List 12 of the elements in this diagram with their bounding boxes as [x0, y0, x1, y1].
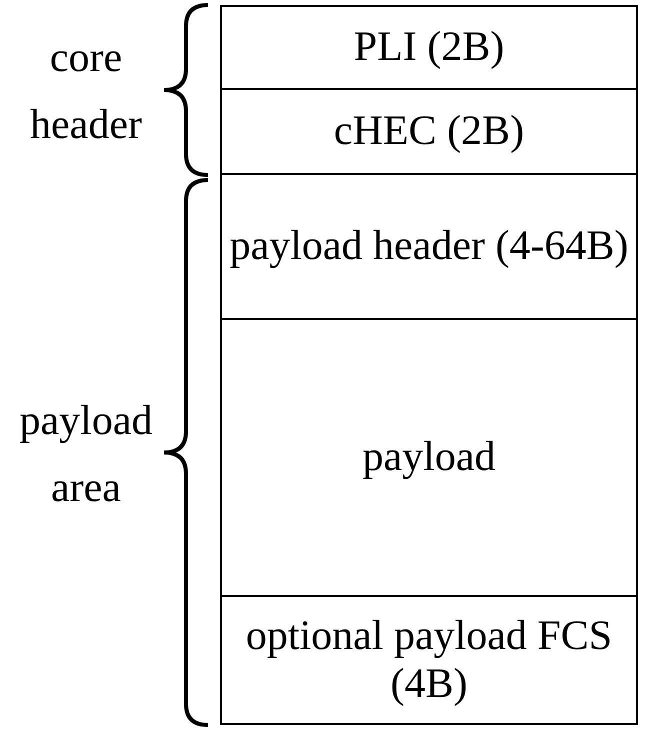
- field-label: payload: [362, 433, 496, 482]
- field-box: [220, 88, 638, 175]
- field-box: [220, 318, 638, 597]
- field-label: cHEC (2B): [332, 107, 526, 156]
- field-label: PLI (2B): [352, 23, 506, 72]
- field-box: [220, 5, 638, 90]
- field-label: optional payload FCS (4B): [244, 612, 614, 708]
- field-label: payload header (4-64B): [228, 222, 630, 271]
- group-label: core header: [29, 34, 143, 150]
- field-box: [220, 173, 638, 320]
- field-box: [220, 595, 638, 725]
- group-label: payload area: [18, 397, 154, 514]
